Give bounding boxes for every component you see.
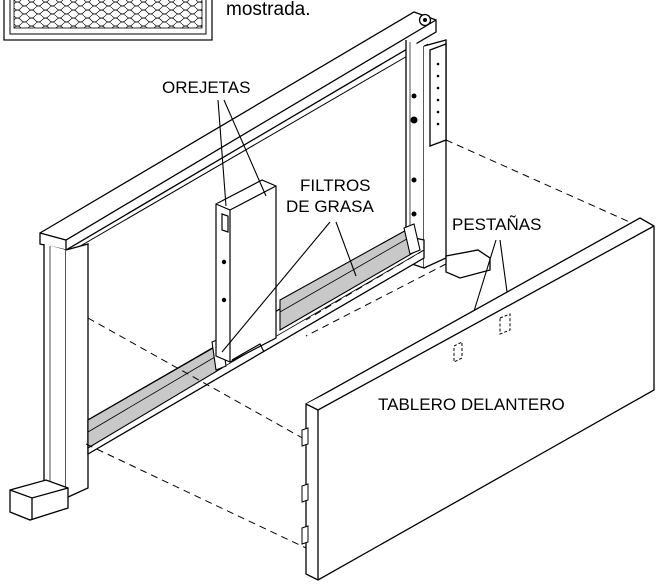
label-orejetas: OREJETAS bbox=[162, 78, 250, 97]
grease-filter-left bbox=[87, 337, 227, 449]
caption-fragment: mostrada. bbox=[226, 0, 310, 20]
label-filtros: FILTROS bbox=[300, 176, 371, 195]
panel-tab-slots bbox=[453, 313, 511, 363]
filter-mesh-icon bbox=[3, 0, 213, 41]
panel-slots bbox=[301, 427, 309, 545]
leader-filtros bbox=[221, 221, 357, 353]
leader-orejetas bbox=[217, 99, 267, 207]
label-pestanas: PESTAÑAS bbox=[452, 215, 541, 234]
label-de-grasa: DE GRASA bbox=[286, 197, 375, 216]
center-filter-panel bbox=[215, 179, 277, 363]
label-tablero: TABLERO DELANTERO bbox=[378, 395, 565, 414]
grease-filter-right bbox=[279, 223, 421, 331]
front-panel bbox=[305, 217, 655, 581]
control-knob-icon bbox=[418, 13, 432, 27]
alignment-guides bbox=[85, 139, 653, 549]
control-panel-buttons bbox=[410, 62, 440, 217]
